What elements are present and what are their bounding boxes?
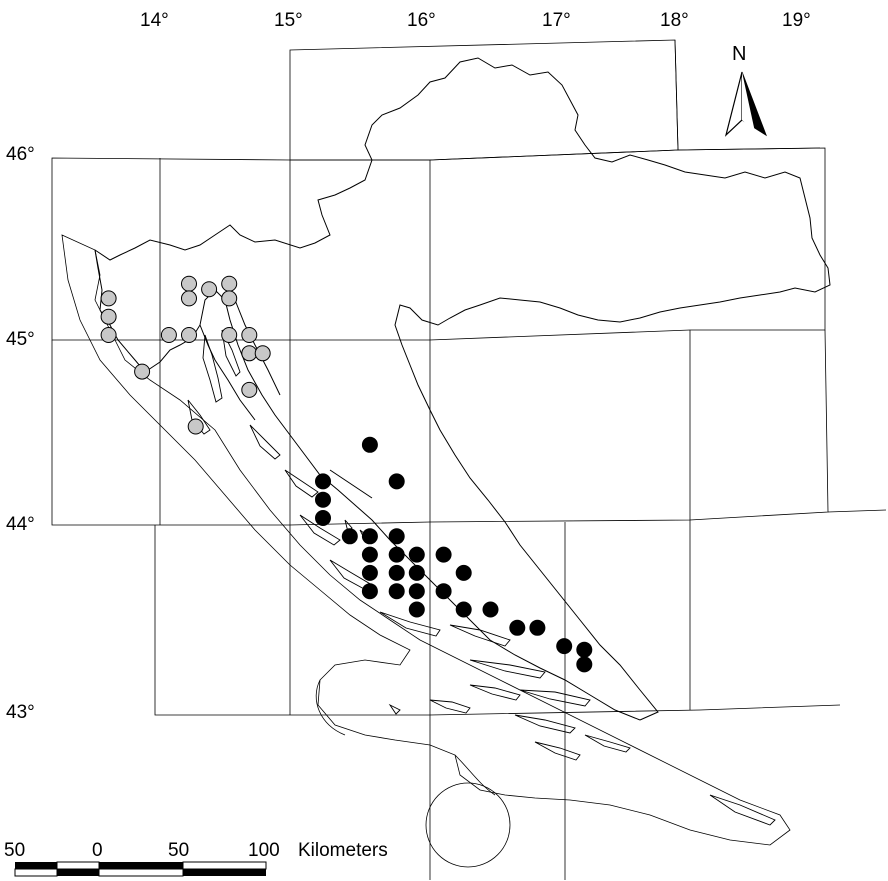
study-area-buffer	[61, 234, 791, 868]
black-site-marker	[529, 619, 546, 636]
scale-bar-label: 50	[168, 840, 189, 861]
longitude-label: 19°	[782, 10, 811, 31]
longitude-labels: 14° 15° 16° 17° 18° 19°	[140, 10, 811, 31]
longitude-label: 17°	[542, 10, 571, 31]
graticule	[51, 39, 887, 880]
longitude-label: 18°	[660, 10, 689, 31]
black-site-marker	[455, 601, 472, 618]
grey-site-marker	[160, 327, 177, 343]
black-site-marker	[576, 641, 593, 658]
grey-site-marker	[100, 308, 117, 325]
grey-site-marker	[221, 275, 238, 292]
latitude-label: 44°	[6, 514, 35, 535]
north-arrow-inner	[742, 72, 755, 132]
grey-site-marker	[100, 290, 117, 307]
grey-site-marker	[241, 381, 258, 398]
grey-site-marker	[134, 363, 151, 380]
scale-bar-unit: Kilometers	[298, 840, 388, 861]
grey-site-marker	[201, 281, 218, 298]
black-site-marker	[388, 473, 405, 490]
north-arrow: N	[724, 43, 767, 137]
scale-bar: 50 0 50 100 Kilometers	[4, 840, 388, 877]
latitude-label: 45°	[6, 329, 35, 350]
scale-segment-2	[56, 861, 100, 870]
black-site-marker	[408, 601, 425, 618]
black-site-marker	[455, 564, 472, 581]
grey-site-marker	[187, 418, 204, 435]
grey-site-marker	[221, 290, 238, 307]
black-site-marker	[482, 601, 499, 618]
black-site-marker	[388, 528, 405, 545]
black-site-marker	[361, 564, 378, 581]
country-outline	[94, 57, 831, 721]
black-site-marker	[361, 583, 378, 600]
grey-site-markers	[100, 275, 271, 435]
longitude-label: 14°	[140, 10, 169, 31]
scale-bar-label: 50	[4, 840, 25, 861]
black-site-marker	[388, 564, 405, 581]
black-site-marker	[315, 491, 331, 508]
scale-segment-1	[15, 862, 57, 869]
black-site-marker	[435, 583, 452, 600]
black-site-marker	[509, 619, 526, 636]
black-site-marker	[576, 656, 593, 673]
black-site-marker	[556, 638, 573, 655]
black-site-marker	[315, 510, 331, 526]
black-site-markers	[315, 436, 593, 673]
black-site-marker	[408, 546, 425, 563]
islands	[187, 329, 776, 826]
black-site-marker	[361, 528, 378, 545]
black-site-marker	[361, 436, 378, 453]
black-site-marker	[408, 564, 425, 581]
grey-site-marker	[241, 327, 258, 343]
scale-bar-label: 100	[248, 840, 280, 861]
scale-segment-4	[182, 861, 267, 870]
latitude-labels: 46° 45° 44° 43°	[6, 144, 35, 723]
north-label: N	[732, 43, 746, 65]
latitude-label: 46°	[6, 144, 35, 165]
scale-segment-5	[14, 868, 58, 877]
grey-site-marker	[181, 290, 197, 307]
black-site-marker	[388, 583, 405, 600]
black-site-marker	[315, 473, 331, 490]
black-site-marker	[408, 583, 425, 600]
north-arrow-left	[724, 71, 743, 137]
grey-site-marker	[241, 345, 258, 362]
black-site-marker	[341, 528, 358, 545]
longitude-label: 15°	[274, 10, 303, 31]
scale-segment-8	[183, 869, 266, 876]
black-site-marker	[388, 546, 405, 563]
grey-site-marker	[181, 275, 197, 292]
grey-site-marker	[181, 327, 197, 343]
scale-bar-label: 0	[92, 840, 103, 861]
scale-bar-labels: 50 0 50 100 Kilometers	[4, 840, 388, 861]
black-site-marker	[361, 546, 378, 563]
grey-site-marker	[221, 327, 238, 343]
scale-segment-3	[99, 862, 183, 869]
longitude-label: 16°	[407, 10, 436, 31]
scale-segment-6	[57, 869, 99, 876]
grey-site-marker	[100, 327, 117, 343]
grey-site-marker	[254, 345, 271, 362]
scale-segment-7	[98, 868, 184, 877]
black-site-marker	[435, 546, 452, 563]
latitude-label: 43°	[6, 702, 35, 723]
